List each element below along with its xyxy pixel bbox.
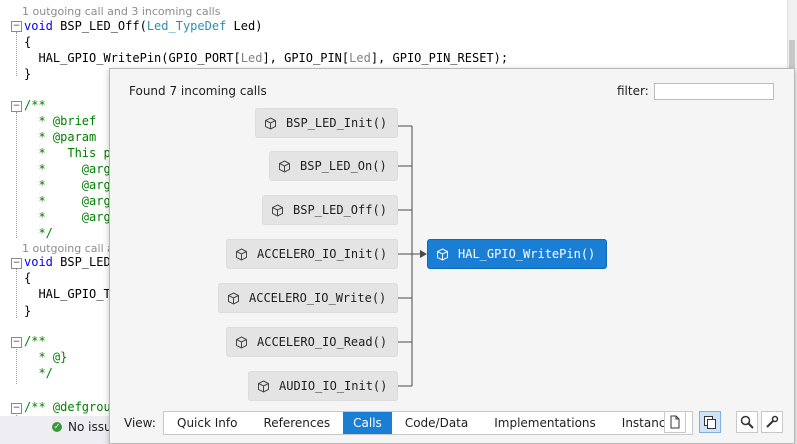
caller-node-bsp-led-on[interactable]: BSP_LED_On(): [269, 151, 398, 181]
status-text[interactable]: No issues: [68, 420, 112, 434]
comment-line: * @arg: [24, 162, 111, 176]
fold-guide: [16, 412, 17, 418]
type-name: Led_TypeDef: [146, 19, 227, 33]
code-line: {: [24, 271, 32, 285]
comment-line: * @}: [24, 350, 68, 364]
param-name: Led: [226, 19, 256, 33]
function-name: BSP_LED_Off(: [52, 19, 147, 33]
fold-guide: [16, 266, 17, 318]
cube-icon: [272, 204, 283, 217]
check-icon: ✓: [52, 422, 62, 432]
comment-line: /**: [24, 334, 46, 348]
keyword: void: [24, 255, 53, 269]
code-line: HAL_GPIO_T: [24, 287, 111, 301]
calls-popup: Found 7 incoming calls filter: BSP_LED_I…: [109, 68, 795, 444]
caller-node-accelero-io-write[interactable]: ACCELERO_IO_Write(): [218, 283, 398, 313]
caller-node-bsp-led-off[interactable]: BSP_LED_Off(): [262, 195, 398, 225]
code-line-call: HAL_GPIO_WritePin(GPIO_PORT[Led], GPIO_P…: [24, 50, 508, 66]
code-text: ], GPIO_PIN_RESET);: [370, 51, 509, 65]
tab-calls[interactable]: Calls: [343, 412, 392, 434]
search-button[interactable]: [736, 411, 758, 433]
comment-line: */: [24, 366, 53, 380]
code-line-func: void BSP_LED: [24, 254, 111, 270]
collapse-toggle[interactable]: −: [11, 21, 22, 32]
caller-node-accelero-io-init[interactable]: ACCELERO_IO_Init(): [226, 239, 398, 269]
param-ref: Led: [240, 51, 263, 65]
scrollbar-thumb[interactable]: [789, 40, 795, 70]
document-icon: [670, 415, 680, 429]
comment-line: * This p: [24, 146, 111, 160]
code-line: {: [24, 35, 32, 49]
filter-label: filter:: [617, 84, 649, 98]
document-button[interactable]: [664, 411, 686, 433]
comment-line: * @param: [24, 130, 97, 144]
collapse-toggle[interactable]: −: [11, 258, 22, 269]
comment-line: */: [24, 226, 53, 240]
cube-icon: [265, 117, 276, 130]
keyword: void: [24, 19, 53, 33]
fold-guide: [16, 346, 17, 384]
tab-references[interactable]: References: [263, 416, 331, 430]
caller-label: AUDIO_IO_Init(): [279, 379, 388, 393]
fold-guide: [16, 32, 17, 76]
cube-icon: [228, 292, 239, 305]
tab-implementations[interactable]: Implementations: [494, 416, 596, 430]
cube-icon: [279, 160, 290, 173]
caller-label: BSP_LED_On(): [300, 159, 387, 173]
comment-line: * @arg: [24, 210, 111, 224]
cube-icon: [437, 248, 448, 261]
found-count-label: Found 7 incoming calls: [129, 84, 267, 98]
caller-node-audio-io-init[interactable]: AUDIO_IO_Init(): [248, 371, 398, 401]
caller-node-bsp-led-init[interactable]: BSP_LED_Init(): [255, 108, 398, 138]
caller-label: BSP_LED_Off(): [293, 203, 387, 217]
tab-code-data[interactable]: Code/Data: [404, 416, 469, 430]
tab-quick-info[interactable]: Quick Info: [177, 416, 238, 430]
copy-icon: [704, 416, 716, 429]
view-tabs: Quick Info References Calls Code/Data Im…: [163, 411, 694, 435]
codelens-calls[interactable]: 1 outgoing call and 3 incoming calls: [22, 5, 221, 18]
target-label: HAL_GPIO_WritePin(): [458, 247, 596, 261]
caller-node-accelero-io-read[interactable]: ACCELERO_IO_Read(): [226, 327, 398, 357]
call-graph-connectors: [398, 125, 427, 387]
search-icon: [740, 415, 754, 429]
code-line: }: [24, 304, 32, 318]
fold-guide: [16, 112, 17, 238]
code-line: }: [24, 67, 32, 81]
comment-line: * @arg: [24, 178, 111, 192]
view-label: View:: [124, 416, 156, 430]
code-line-func: void BSP_LED_Off(Led_TypeDef Led): [24, 18, 262, 34]
caller-label: ACCELERO_IO_Init(): [257, 247, 388, 261]
caller-label: BSP_LED_Init(): [286, 116, 388, 130]
collapse-toggle[interactable]: −: [11, 101, 22, 112]
code-text: ], GPIO_PIN[: [262, 51, 350, 65]
collapse-toggle[interactable]: −: [11, 403, 22, 414]
cube-icon: [236, 336, 247, 349]
filter-input[interactable]: [654, 83, 774, 100]
comment-line: /**: [24, 98, 46, 112]
caller-label: ACCELERO_IO_Write(): [249, 291, 387, 305]
cube-icon: [236, 248, 247, 261]
comment-line: * @brief: [24, 114, 97, 128]
target-node-hal-gpio-writepin[interactable]: HAL_GPIO_WritePin(): [427, 239, 607, 269]
code-text: HAL_GPIO_WritePin(GPIO_PORT[: [24, 51, 241, 65]
caller-label: ACCELERO_IO_Read(): [257, 335, 388, 349]
collapse-toggle[interactable]: −: [11, 337, 22, 348]
settings-button[interactable]: [761, 411, 783, 433]
paren: ): [255, 19, 263, 33]
function-name: BSP_LED: [52, 255, 111, 269]
comment-line: /** @defgrou: [24, 400, 111, 414]
cube-icon: [258, 380, 269, 393]
wrench-icon: [766, 415, 779, 428]
copy-button[interactable]: [699, 411, 721, 433]
comment-line: * @arg: [24, 194, 111, 208]
param-ref: Led: [349, 51, 371, 65]
